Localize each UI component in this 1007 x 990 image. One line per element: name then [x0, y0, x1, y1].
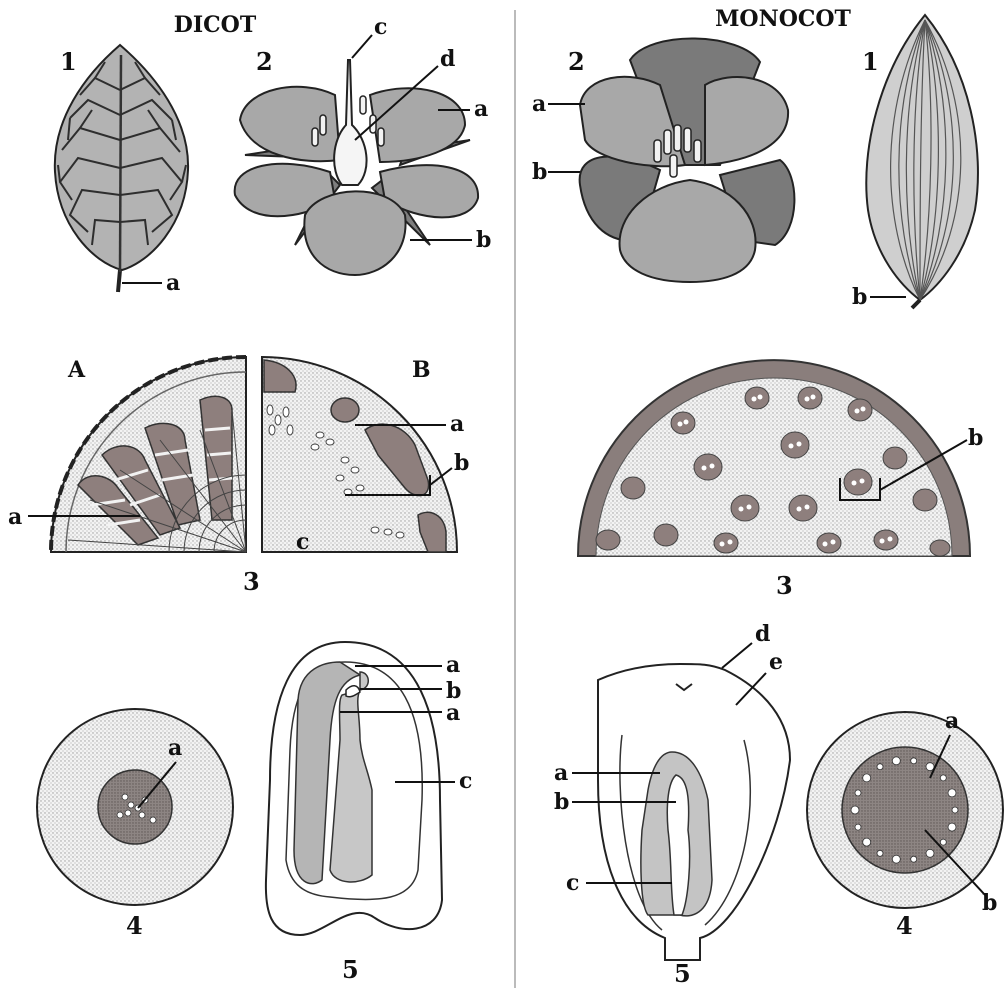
monocot-stem-number: 3 — [776, 571, 793, 600]
vascular-cell — [863, 774, 871, 782]
dicot-stem-part-b-title: B — [412, 357, 431, 383]
dicot-flower-label-b: b — [476, 227, 491, 253]
monocot-stem-label-b: b — [968, 425, 983, 451]
monocot-stem: b 3 — [578, 360, 983, 600]
dicot-stem-number: 3 — [243, 567, 260, 596]
vascular-cell — [940, 839, 946, 845]
dicot-stem-label-a-left: a — [8, 504, 22, 530]
monocot-leaf: 1 b — [852, 15, 978, 310]
dicot-stem-label-a-right: a — [450, 411, 464, 437]
dicot-leaf: 1 a — [55, 45, 188, 296]
monocot-root-number: 4 — [896, 911, 913, 940]
monocot-root: a b 4 — [807, 708, 1003, 940]
vascular-cell — [851, 806, 859, 814]
dicot-stem-label-c: c — [296, 529, 309, 555]
vascular-cell — [877, 764, 883, 770]
dicot-seed-label-a-top: a — [446, 652, 460, 678]
vascular-cell — [892, 757, 900, 765]
vascular-cell — [926, 763, 934, 771]
dicot-flower-label-c: c — [374, 14, 387, 40]
dicot-flower: 2 c d a b — [235, 14, 492, 275]
vascular-cell — [948, 823, 956, 831]
vascular-cell — [863, 838, 871, 846]
dicot-stem-section-b: B a b c 3 — [243, 357, 469, 596]
monocot-seed-number: 5 — [674, 959, 691, 988]
dicot-seed-label-c: c — [459, 768, 472, 794]
dicot-leaf-number: 1 — [60, 47, 77, 76]
dicot-seed-label-a-mid: a — [446, 700, 460, 726]
vascular-cell — [940, 775, 946, 781]
monocot-flower-number: 2 — [568, 47, 585, 76]
dicot-seed-number: 5 — [342, 955, 359, 984]
vascular-cell — [911, 758, 917, 764]
dicot-root-number: 4 — [126, 911, 143, 940]
dicot-flower-label-a: a — [474, 96, 488, 122]
dicot-root: a 4 — [37, 709, 233, 940]
dicot-stem-label-b: b — [454, 450, 469, 476]
dicot-leaf-label-a: a — [166, 270, 180, 296]
vascular-cell — [855, 824, 861, 830]
vascular-cell — [877, 850, 883, 856]
monocot-seed-label-b: b — [554, 789, 569, 815]
vascular-cell — [948, 789, 956, 797]
vascular-cell — [855, 790, 861, 796]
monocot-seed: a b c d e 5 — [554, 621, 790, 988]
monocot-flower-label-b: b — [532, 159, 547, 185]
monocot-leaf-number: 1 — [862, 47, 879, 76]
monocot-seed-label-d: d — [755, 621, 770, 647]
dicot-stem-section-a: A a — [8, 357, 246, 552]
vascular-cell — [911, 856, 917, 862]
monocot-root-label-b: b — [982, 890, 997, 916]
dicot-flower-label-d: d — [440, 46, 455, 72]
monocot-flower-label-a: a — [532, 91, 546, 117]
monocot-seed-label-e: e — [769, 649, 783, 675]
dicot-header: DICOT — [174, 12, 257, 38]
monocot-flower: 2 a b — [532, 38, 794, 282]
monocot-header: MONOCOT — [715, 6, 851, 32]
dicot-flower-number: 2 — [256, 47, 273, 76]
dicot-root-label-a: a — [168, 735, 182, 761]
vascular-cell — [952, 807, 958, 813]
monocot-seed-label-c: c — [566, 870, 579, 896]
monocot-seed-label-a: a — [554, 760, 568, 786]
vascular-cell — [926, 849, 934, 857]
vascular-cell — [892, 855, 900, 863]
dicot-stem-part-a-title: A — [67, 357, 86, 383]
dicot-seed: a b a c 5 — [266, 642, 473, 984]
monocot-leaf-label-b: b — [852, 284, 867, 310]
monocot-root-label-a: a — [945, 708, 959, 734]
